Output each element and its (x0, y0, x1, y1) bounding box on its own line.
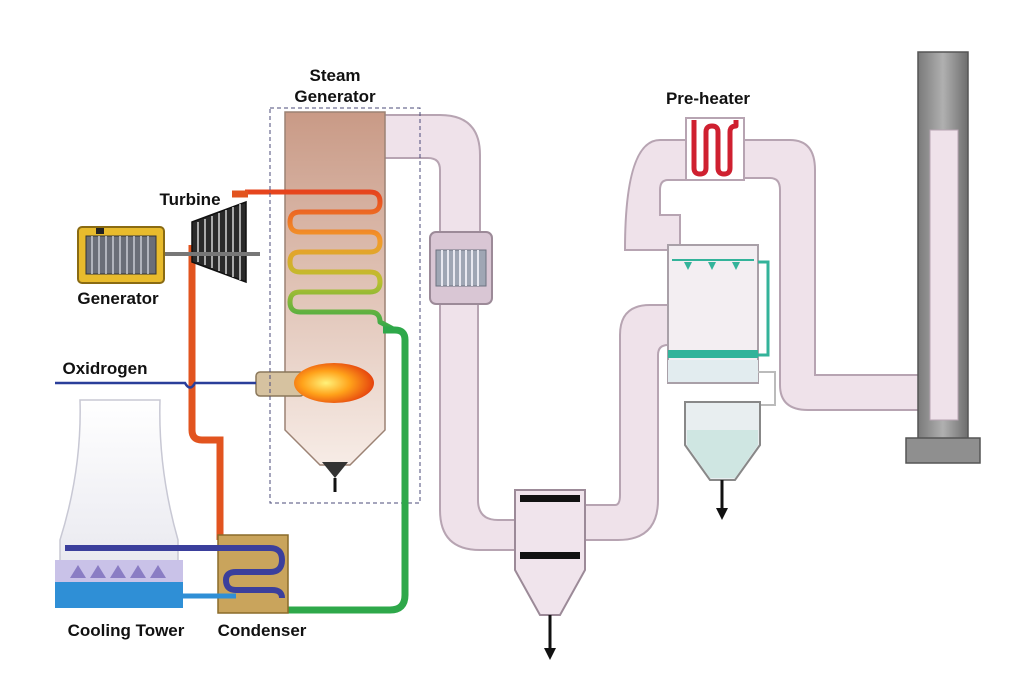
flue-gas-ducts (379, 114, 921, 551)
steam-pipe (188, 190, 248, 540)
label-turbine: Turbine (159, 190, 220, 209)
boiler-coil (245, 189, 397, 333)
turbine (150, 200, 260, 284)
condenser (55, 534, 289, 614)
flame-icon (294, 363, 374, 403)
label-cooling-tower: Cooling Tower (68, 621, 185, 640)
label-steam-generator-line1: Steam (309, 66, 360, 85)
duct-boiler-outlet (379, 114, 481, 241)
chimney-stack (905, 51, 981, 464)
scrubber-tower (667, 244, 776, 406)
label-steam-generator-line2: Generator (294, 87, 376, 106)
pre-heater (685, 117, 745, 181)
stack-base (905, 437, 981, 464)
electric-generator (77, 226, 165, 284)
duct-to-preheater (623, 139, 701, 251)
oxidrogen-line (55, 381, 256, 389)
duct-to-stack (739, 139, 921, 411)
dust-filter (429, 231, 493, 305)
duct-riser (579, 304, 681, 541)
cyclone-separator (514, 489, 586, 660)
steam-generator-boiler (245, 111, 397, 492)
scrubber-hopper (684, 401, 761, 520)
label-generator: Generator (77, 289, 159, 308)
duct-downcomer (439, 289, 521, 551)
cooling-tower (55, 399, 183, 608)
label-pre-heater: Pre-heater (666, 89, 750, 108)
label-condenser: Condenser (218, 621, 307, 640)
return-pipe (280, 326, 409, 614)
preheater-coil (691, 120, 739, 177)
steam-generator-boundary (269, 107, 421, 504)
label-oxidrogen: Oxidrogen (62, 359, 147, 378)
stack-inner-duct (929, 129, 959, 421)
